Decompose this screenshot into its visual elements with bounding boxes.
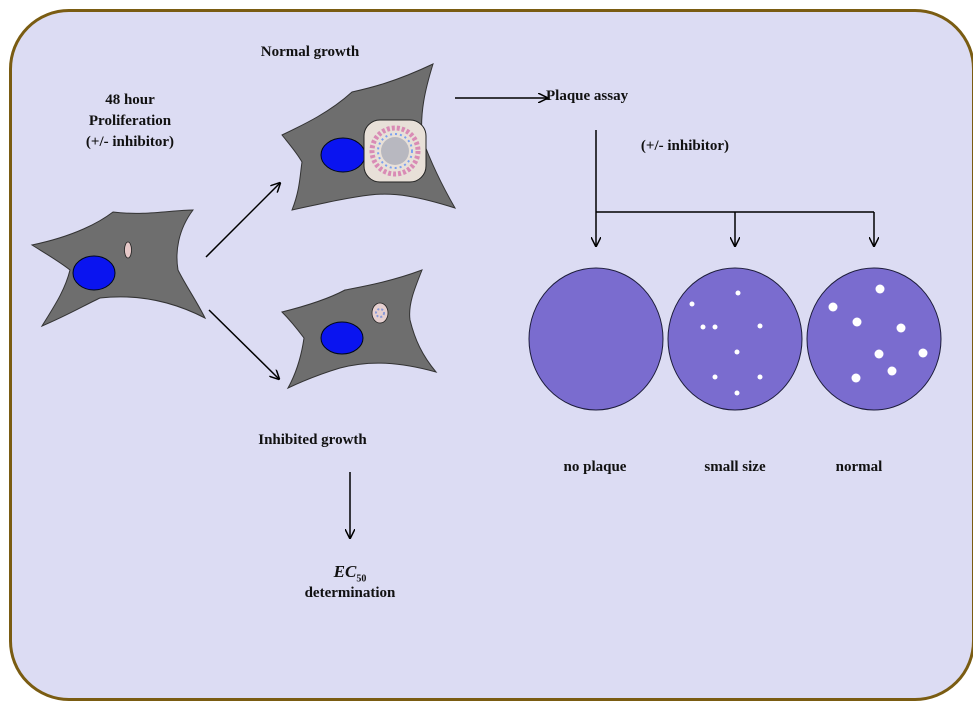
plaque-dot — [690, 302, 695, 307]
plaque-dot — [701, 325, 706, 330]
assay-inhibitor-label: (+/- inhibitor) — [630, 138, 740, 155]
plaque-dot — [758, 324, 763, 329]
proliferation-label-line3: (+/- inhibitor) — [75, 134, 185, 151]
ec50-subscript: 50 — [356, 573, 366, 584]
arrow-to-normal-growth — [206, 183, 280, 257]
proliferation-label-line2: Proliferation — [80, 113, 180, 130]
plaque-dot — [829, 303, 838, 312]
plaque-dot — [888, 367, 897, 376]
plaque-dot — [735, 391, 740, 396]
plaque-dot — [713, 325, 718, 330]
inhibited-growth-label: Inhibited growth — [245, 432, 380, 449]
well-normal-plaques — [807, 268, 941, 410]
cell-body — [32, 210, 205, 326]
plaque-dot — [713, 375, 718, 380]
plaque-dot — [875, 350, 884, 359]
nucleus — [321, 322, 363, 354]
plaque-dot — [736, 291, 741, 296]
plaque-assay-label: Plaque assay — [546, 88, 646, 105]
well-label-small-size: small size — [670, 459, 800, 476]
plaque-dot — [853, 318, 862, 327]
arrow-to-inhibited-growth — [209, 310, 279, 379]
well-label-normal: normal — [794, 459, 924, 476]
host-cell-inhibited-growth — [282, 270, 436, 388]
well-no-plaque — [529, 268, 663, 410]
ec50-label: EC50 — [320, 562, 380, 584]
plaque-dot — [897, 324, 906, 333]
residual-body — [381, 137, 409, 165]
plaque-dot — [876, 285, 885, 294]
well-label-no-plaque: no plaque — [530, 459, 660, 476]
determination-label: determination — [290, 585, 410, 602]
nucleus — [73, 256, 115, 290]
normal-growth-label: Normal growth — [245, 44, 375, 61]
proliferation-label-line1: 48 hour — [90, 92, 170, 109]
host-cell-normal-growth — [282, 64, 455, 210]
ec50-main: EC — [334, 562, 357, 581]
plaque-dot — [852, 374, 861, 383]
nucleus — [321, 138, 365, 172]
well-small-plaques — [668, 268, 802, 410]
host-cell-initial — [32, 210, 205, 326]
parasite-vacuole — [125, 242, 132, 258]
parasite-vacuole — [372, 303, 388, 323]
plaque-dot — [735, 350, 740, 355]
plaque-dot — [758, 375, 763, 380]
plaque-dot — [919, 349, 928, 358]
